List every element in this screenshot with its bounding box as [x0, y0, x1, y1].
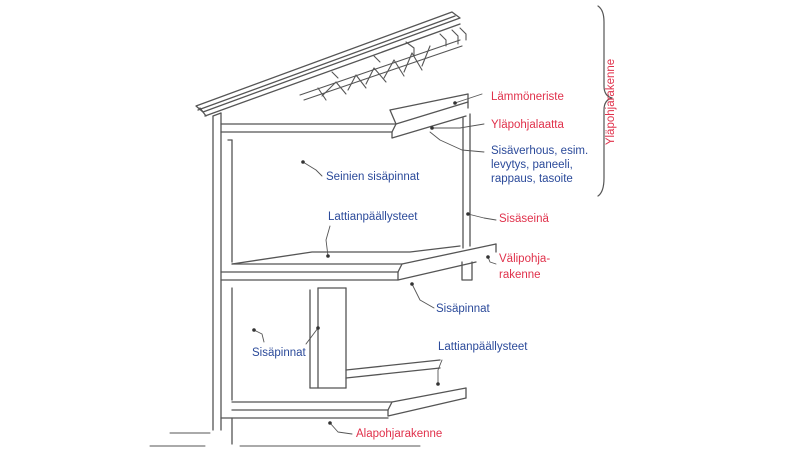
label-sisaseina: Sisäseinä: [499, 213, 549, 225]
middle-slab: [220, 243, 497, 281]
label-valipohja-line1: Välipohja-: [499, 253, 551, 265]
label-sisapinnat-left: Sisäpinnat: [252, 347, 306, 359]
label-ylapohjarakenne: Yläpohjarakenne: [605, 58, 618, 146]
label-sisapinnat-right: Sisäpinnat: [436, 303, 490, 315]
label-valipohja-line2: rakenne: [499, 269, 541, 281]
interior-wall: [462, 113, 471, 249]
lower-column: [231, 287, 347, 401]
roof-truss: [299, 27, 467, 101]
exterior-wall: [212, 112, 222, 431]
brace: [597, 5, 613, 197]
label-lattianpaallysteet-upper: Lattianpäällysteet: [328, 211, 418, 223]
label-ylapohjalaatta: Yläpohjalaatta: [491, 119, 564, 131]
top-slab: [220, 93, 469, 263]
label-lattianpaallysteet-lower: Lattianpäällysteet: [438, 341, 528, 353]
leader-dots: [252, 101, 490, 425]
label-lammoneriste: Lämmöneriste: [491, 91, 564, 103]
label-sisaverhous-line3: rappaus, tasoite: [491, 173, 573, 185]
label-alapohjarakenne: Alapohjarakenne: [356, 428, 443, 440]
roof: [195, 11, 461, 117]
label-sisaverhous-line2: levytys, paneeli,: [491, 159, 573, 171]
label-seinien-sisapinnat: Seinien sisäpinnat: [326, 171, 420, 183]
label-sisaverhous-line1: Sisäverhous, esim.: [491, 145, 589, 157]
ground-lines: [149, 432, 421, 447]
leader-lines: [253, 93, 497, 435]
bottom-slab: [220, 359, 467, 445]
